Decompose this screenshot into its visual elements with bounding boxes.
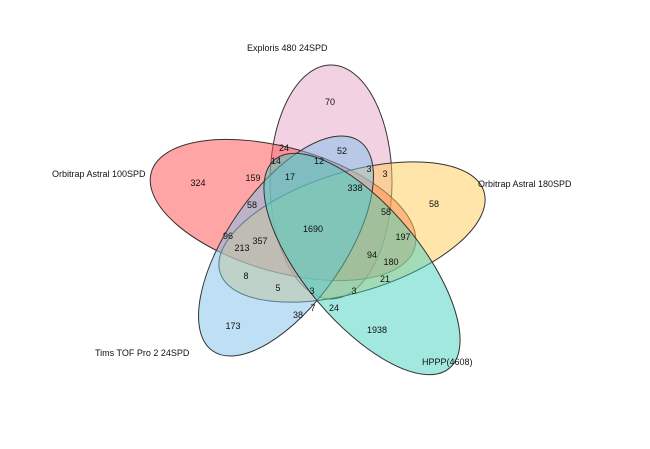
region-count: 213 <box>234 243 249 253</box>
region-count: 1690 <box>303 224 323 234</box>
region-count: 180 <box>383 257 398 267</box>
region-count: 24 <box>279 143 289 153</box>
region-count: 8 <box>243 271 248 281</box>
region-count: 70 <box>325 97 335 107</box>
region-count: 96 <box>223 231 233 241</box>
region-count: 58 <box>429 199 439 209</box>
region-count: 159 <box>245 173 260 183</box>
region-count: 338 <box>347 183 362 193</box>
region-count: 21 <box>380 274 390 284</box>
set-label-astral-180: Orbitrap Astral 180SPD <box>478 179 572 189</box>
region-count: 52 <box>337 146 347 156</box>
region-count: 38 <box>293 310 303 320</box>
set-label-astral-100: Orbitrap Astral 100SPD <box>52 169 146 179</box>
region-count: 3 <box>366 164 371 174</box>
region-count: 3 <box>382 169 387 179</box>
region-count: 58 <box>247 200 257 210</box>
region-count: 14 <box>271 156 281 166</box>
set-label-exploris: Exploris 480 24SPD <box>247 43 328 53</box>
region-count: 173 <box>225 321 240 331</box>
region-count: 7 <box>310 303 315 313</box>
region-count: 3 <box>351 286 356 296</box>
region-count: 17 <box>285 172 295 182</box>
region-count: 24 <box>329 303 339 313</box>
region-count: 357 <box>252 236 267 246</box>
region-count: 94 <box>367 250 377 260</box>
set-ellipse-hppp <box>263 152 461 376</box>
region-count: 3 <box>309 286 314 296</box>
region-count: 58 <box>381 207 391 217</box>
region-count: 197 <box>395 232 410 242</box>
set-label-timstof: Tims TOF Pro 2 24SPD <box>95 348 190 358</box>
region-count: 12 <box>314 156 324 166</box>
region-count: 324 <box>190 178 205 188</box>
set-label-hppp: HPPP(4608) <box>422 357 473 367</box>
region-count: 5 <box>275 283 280 293</box>
region-count: 1938 <box>367 325 387 335</box>
